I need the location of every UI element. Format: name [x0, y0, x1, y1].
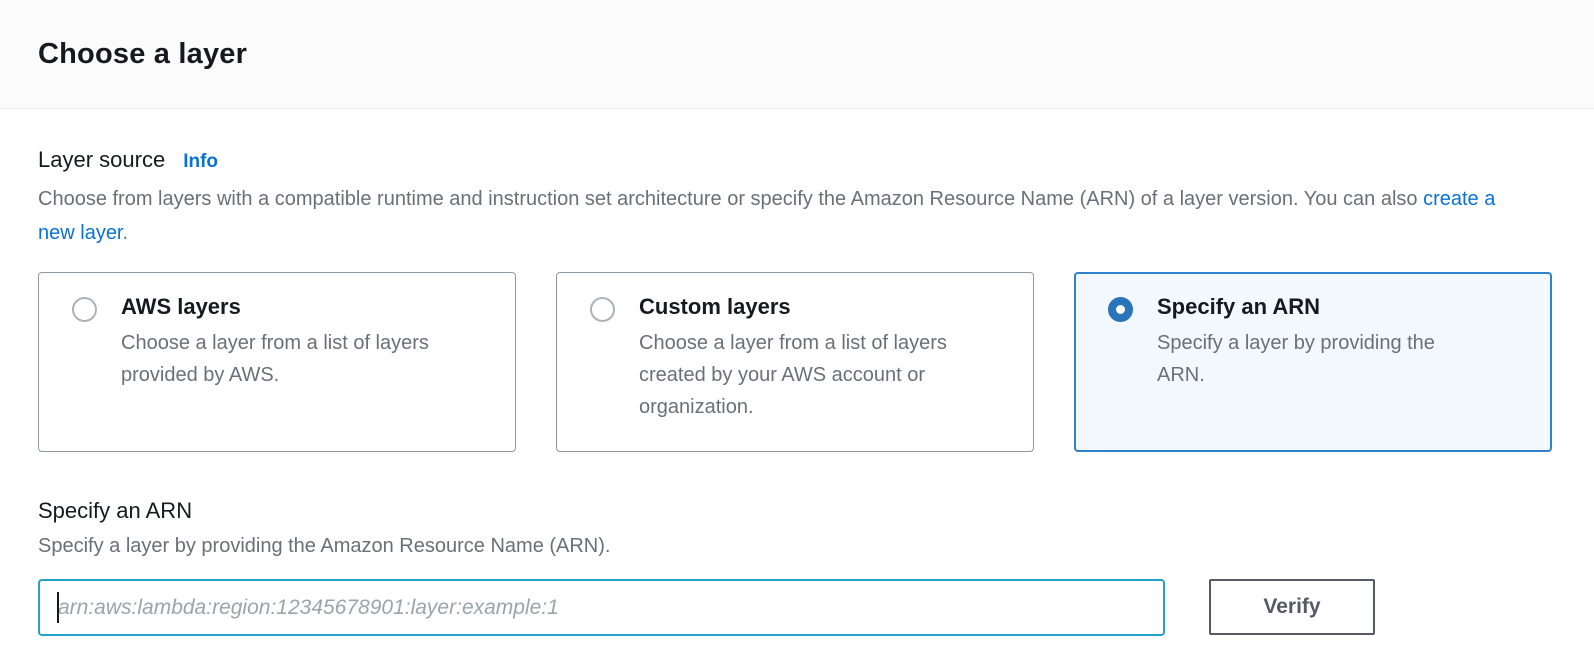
specify-arn-label: Specify an ARN [38, 498, 193, 523]
description-text: Choose from layers with a compatible run… [38, 188, 1424, 210]
tile-custom-layers-description: Choose a layer from a list of layers cre… [639, 332, 947, 418]
tile-custom-layers-title: Custom layers [639, 294, 791, 319]
tile-custom-layers[interactable]: Custom layers Choose a layer from a list… [556, 272, 1034, 452]
radio-specify-arn[interactable] [1108, 297, 1133, 322]
layer-source-label: Layer source [38, 147, 166, 172]
tile-aws-layers-title: AWS layers [121, 294, 241, 319]
tile-specify-arn-description: Specify a layer by providing the ARN. [1157, 332, 1435, 386]
tile-specify-arn-title: Specify an ARN [1157, 294, 1321, 319]
specify-arn-description: Specify a layer by providing the Amazon … [38, 535, 611, 557]
tile-specify-arn[interactable]: Specify an ARN Specify a layer by provid… [1074, 272, 1552, 452]
layer-source-header: Layer source Info [38, 147, 1556, 173]
layer-source-tiles: AWS layers Choose a layer from a list of… [38, 272, 1556, 452]
page-title: Choose a layer [38, 37, 248, 70]
description-period: . [122, 222, 129, 244]
verify-button[interactable]: Verify [1209, 579, 1375, 635]
layer-source-description: Choose from layers with a compatible run… [38, 182, 1508, 250]
radio-custom-layers[interactable] [590, 297, 615, 322]
info-link[interactable]: Info [183, 151, 219, 172]
tile-aws-layers[interactable]: AWS layers Choose a layer from a list of… [38, 272, 516, 452]
radio-aws-layers[interactable] [72, 297, 97, 322]
specify-arn-section: Specify an ARN Specify a layer by provid… [38, 498, 1556, 636]
create-new-layer-link[interactable]: create a new layer [38, 188, 1496, 244]
page-header: Choose a layer [0, 0, 1594, 109]
main-content: Layer source Info Choose from layers wit… [0, 109, 1594, 636]
arn-input[interactable] [38, 579, 1165, 636]
tile-aws-layers-description: Choose a layer from a list of layers pro… [121, 332, 429, 386]
text-cursor [57, 592, 59, 623]
